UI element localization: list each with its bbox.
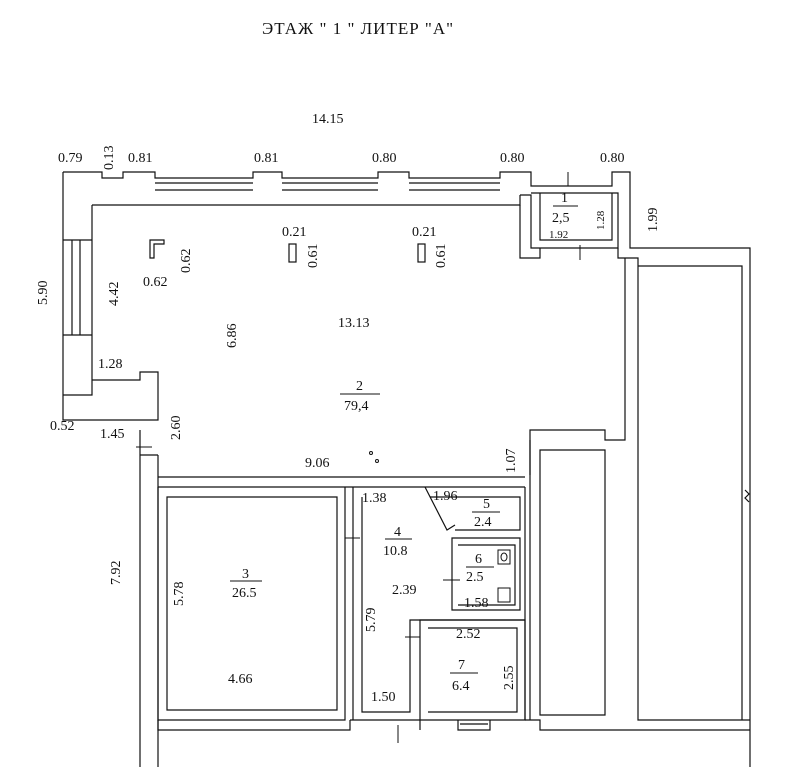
left-window — [63, 239, 92, 336]
room2-column1-h: 0.61 — [306, 244, 321, 269]
room2-area: 79,4 — [344, 399, 369, 414]
toilet-icon — [497, 549, 511, 565]
room2-number: 2 — [356, 379, 363, 394]
room3-number: 3 — [242, 567, 249, 582]
washbasin-icon — [497, 587, 511, 603]
room-label-lines — [230, 205, 578, 674]
room4-number: 4 — [394, 525, 401, 540]
left-lower-wall — [139, 430, 159, 767]
room2-column1-w: 0.21 — [282, 225, 307, 240]
stair-mark-icon — [369, 451, 373, 455]
room7-height: 2.55 — [502, 666, 517, 691]
room6-area: 2.5 — [466, 570, 484, 585]
room5-area: 2.4 — [474, 515, 492, 530]
top-dim-5: 0.80 — [372, 151, 397, 166]
outer-wall — [63, 171, 751, 767]
room2-column2-h: 0.61 — [434, 244, 449, 269]
room2-length: 13.13 — [338, 316, 370, 331]
right-corridor — [524, 440, 606, 720]
hall-bottom-wall — [158, 476, 525, 488]
room4-inner-width: 2.39 — [392, 583, 417, 598]
room3-bottom — [157, 720, 351, 731]
room4-top-width: 1.38 — [362, 491, 387, 506]
room3-area: 26.5 — [232, 586, 257, 601]
room1-number: 1 — [561, 191, 568, 206]
room3-width: 4.66 — [228, 672, 253, 687]
room4-door — [424, 486, 456, 531]
sink-icon — [500, 552, 508, 562]
room5-width: 1.96 — [433, 489, 458, 504]
room1-width: 1.92 — [549, 229, 568, 241]
walls — [62, 171, 751, 767]
column-2 — [417, 243, 426, 263]
dimension-ticks — [136, 172, 581, 743]
room6-walls — [451, 537, 521, 611]
top-dim-4: 0.81 — [254, 151, 279, 166]
room2-corner-a: 0.62 — [179, 249, 194, 274]
top-dim-6: 0.80 — [500, 151, 525, 166]
room3-walls — [157, 487, 346, 721]
room2-right-step: 1.07 — [504, 449, 519, 474]
room6-width: 1.58 — [464, 596, 489, 611]
column-1 — [288, 243, 297, 263]
room4-height: 5.79 — [364, 608, 379, 633]
room4-bottom-width: 1.50 — [371, 690, 396, 705]
top-dim-8: 1.99 — [646, 208, 661, 233]
corner-pier — [149, 239, 165, 259]
room2-corner-b: 0.62 — [143, 275, 168, 290]
top-dim-2: 0.13 — [102, 146, 117, 171]
left-window-height: 4.42 — [107, 282, 122, 307]
room5-number: 5 — [483, 497, 490, 512]
left-step-height: 2.60 — [169, 416, 184, 441]
room2-depth: 6.86 — [225, 324, 240, 349]
room7-area: 6.4 — [452, 679, 470, 694]
room7-width: 2.52 — [456, 627, 481, 642]
left-offset: 0.52 — [50, 419, 75, 434]
top-dim-3: 0.81 — [128, 151, 153, 166]
room4-area: 10.8 — [383, 544, 408, 559]
bottom-door — [457, 720, 491, 731]
window-band-top — [155, 182, 500, 191]
left-total-upper: 5.90 — [36, 281, 51, 306]
bottom-wall — [350, 719, 750, 731]
room2-bottom-length: 9.06 — [305, 456, 330, 471]
room4-walls — [352, 487, 525, 720]
left-wall — [62, 172, 159, 421]
right-break — [744, 489, 750, 503]
overall-width: 14.15 — [312, 112, 344, 127]
stair-mark-icon-2 — [375, 459, 379, 463]
plan-title: ЭТАЖ " 1 " ЛИТЕР "А" — [262, 19, 454, 38]
room1-height: 1.28 — [595, 210, 607, 230]
left-step: 1.45 — [100, 427, 125, 442]
room6-number: 6 — [475, 552, 482, 567]
room7-number: 7 — [458, 658, 465, 673]
hall-right-wall — [519, 205, 750, 721]
columns — [149, 239, 426, 263]
top-dim-1: 0.79 — [58, 151, 83, 166]
room5-walls — [430, 496, 521, 531]
inner-wall-top — [92, 195, 521, 206]
room3-height: 5.78 — [172, 582, 187, 607]
left-ledge: 1.28 — [98, 357, 123, 372]
room1-walls — [520, 192, 619, 249]
room2-column2-w: 0.21 — [412, 225, 437, 240]
room1-area: 2,5 — [552, 211, 570, 226]
fixtures — [369, 451, 511, 603]
left-lower-total: 7.92 — [109, 561, 124, 586]
top-dim-7: 0.80 — [600, 151, 625, 166]
